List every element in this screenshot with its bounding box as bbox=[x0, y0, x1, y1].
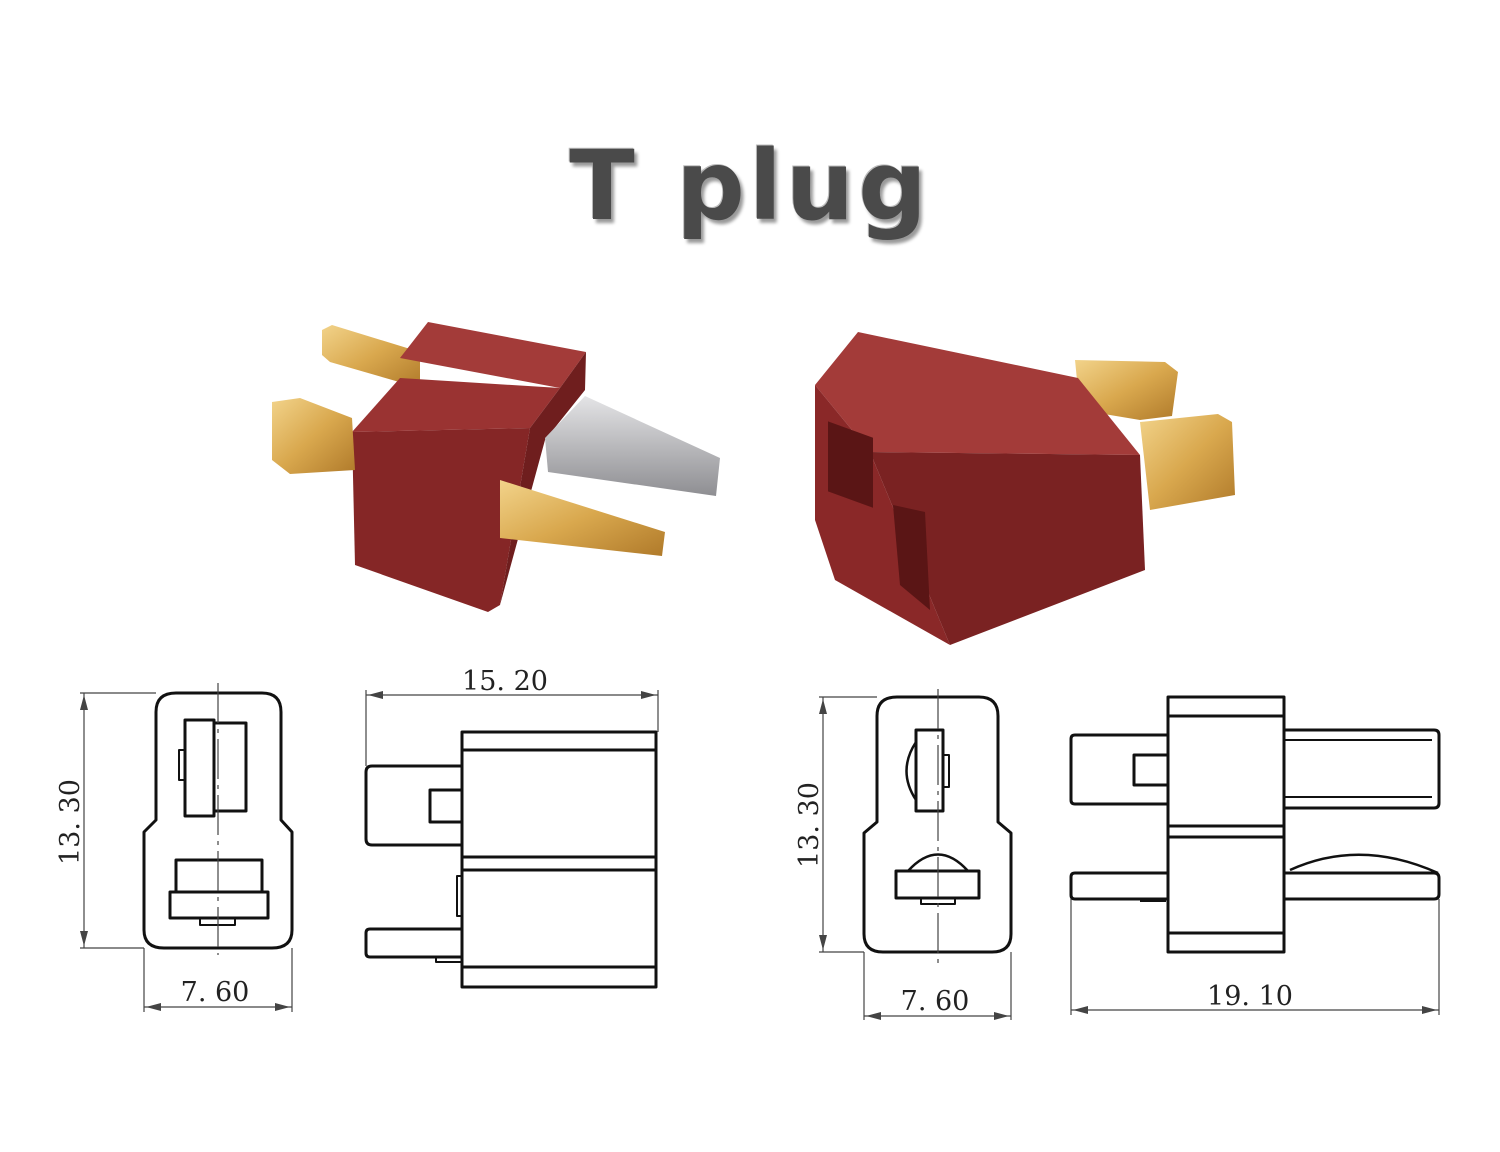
female-height-dimension: 13. 30 bbox=[794, 782, 825, 868]
male-housing-side bbox=[500, 352, 586, 605]
female-connector-photo bbox=[815, 332, 1235, 645]
male-upper-pin bbox=[322, 325, 420, 388]
male-side-view-drawing: 15. 20 bbox=[364, 666, 659, 989]
male-width-dimension: 7. 60 bbox=[181, 977, 250, 1008]
male-front-view-drawing: 13. 30 7. 60 bbox=[55, 683, 294, 1012]
male-housing-upper-front bbox=[352, 378, 560, 432]
male-housing-top bbox=[400, 322, 586, 388]
male-connector-photo bbox=[272, 322, 720, 612]
page-title: T plug bbox=[569, 130, 931, 242]
female-socket-upper bbox=[828, 421, 873, 508]
male-lower-pin-right bbox=[500, 480, 665, 556]
male-length-dimension: 15. 20 bbox=[462, 666, 548, 697]
male-lower-pin-left bbox=[272, 398, 355, 474]
female-socket-lower bbox=[893, 505, 930, 610]
female-housing-top bbox=[815, 332, 1140, 455]
female-housing-side bbox=[870, 452, 1145, 645]
female-lower-pin bbox=[1140, 414, 1235, 510]
male-height-dimension: 13. 30 bbox=[55, 779, 86, 865]
female-front-view-drawing: 13. 30 7. 60 bbox=[794, 689, 1013, 1020]
female-upper-pin bbox=[1075, 360, 1178, 420]
female-width-dimension: 7. 60 bbox=[901, 986, 970, 1017]
female-side-view-drawing: 19. 10 bbox=[1069, 695, 1441, 1015]
male-spring bbox=[545, 396, 720, 496]
male-housing-front bbox=[352, 428, 530, 612]
female-length-dimension: 19. 10 bbox=[1207, 981, 1293, 1012]
